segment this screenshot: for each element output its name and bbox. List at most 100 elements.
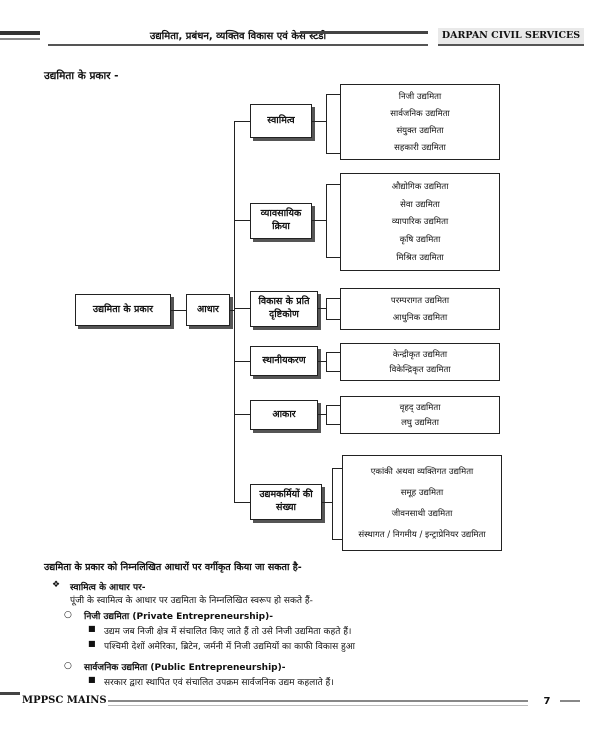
category-label: व्यावसायिक क्रिया (260, 208, 302, 232)
circle-bullet-icon: ○ (64, 661, 72, 671)
bracket-cat-2-top (326, 184, 340, 185)
category-box-entrepreneur-count: उद्यमकर्मियों की संख्या (250, 484, 322, 520)
header-rule-mid (300, 31, 428, 34)
bracket-cat-6 (332, 468, 333, 540)
list-item: सार्वजनिक उद्यमिता (390, 109, 450, 119)
bracket-cat-1-bottom (326, 153, 340, 154)
diagram-basis-label: आधार (197, 303, 219, 315)
list-item: विकेन्द्रिकृत उद्यमिता (389, 365, 451, 376)
header-rule-left-2 (0, 38, 40, 40)
footer-rule-mid-2 (108, 705, 528, 706)
category-label: उद्यमकर्मियों की संख्या (259, 489, 313, 513)
category-box-localization: स्थानीयकरण (250, 346, 318, 376)
connector-root-basis (171, 310, 186, 311)
category-box-business-activity: व्यावसायिक क्रिया (250, 203, 312, 239)
category-list-size: वृहद् उद्यमिता लघु उद्यमिता (340, 396, 500, 434)
footer-rule-right (560, 700, 580, 702)
private-point-2: पश्चिमी देशों अमेरिका, ब्रिटेन, जर्मनी म… (104, 642, 355, 652)
square-bullet-icon: ■ (88, 675, 96, 684)
connector-basis-trunk (230, 310, 234, 311)
diagram-basis-box: आधार (186, 294, 230, 326)
section-title: उद्यमिता के प्रकार - (44, 70, 119, 82)
list-item: लघु उद्यमिता (401, 418, 439, 429)
list-item: औद्योगिक उद्यमिता (391, 181, 449, 192)
bracket-cat-5 (326, 405, 327, 425)
category-list-development-approach: परम्परागत उद्यमिता आधुनिक उद्यमिता (340, 288, 500, 330)
page-number: 7 (543, 696, 551, 707)
connector-trunk (234, 121, 235, 503)
list-item: कृषि उद्यमिता (399, 235, 441, 246)
list-item: एकांकी अथवा व्यक्तिगत उद्यमिता (370, 467, 474, 477)
header-rule-left (0, 31, 40, 35)
header-brand: DARPAN CIVIL SERVICES (438, 28, 584, 44)
square-bullet-icon: ■ (88, 624, 96, 633)
category-list-localization: केन्द्रीकृत उद्यमिता विकेन्द्रिकृत उद्यम… (340, 343, 500, 381)
bracket-cat-2 (326, 184, 327, 258)
connector-cat-1 (234, 121, 250, 122)
category-list-business-activity: औद्योगिक उद्यमिता सेवा उद्यमिता व्यापारि… (340, 173, 500, 271)
category-list-entrepreneur-count: एकांकी अथवा व्यक्तिगत उद्यमिता समूह उद्य… (342, 455, 502, 551)
header-title: उद्यमिता, प्रबंधन, व्यक्तिव विकास एवं के… (149, 31, 327, 42)
heading-private: निजी उद्यमिता (Private Entrepreneurship)… (84, 612, 273, 622)
category-box-size: आकार (250, 400, 318, 430)
diamond-bullet-icon: ❖ (52, 580, 61, 590)
list-item: व्यापारिक उद्यमिता (391, 217, 449, 228)
category-label: आकार (272, 408, 296, 420)
bracket-cat-3 (326, 298, 327, 320)
connector-cat-4-list (318, 361, 326, 362)
list-item: जीवनसाथी उद्यमिता (391, 509, 453, 519)
diagram-root-box: उद्यमिता के प्रकार (75, 294, 171, 326)
list-item: निजी उद्यमिता (398, 92, 442, 102)
bracket-cat-2-bottom (326, 257, 340, 258)
header-brand-underline (438, 44, 584, 46)
category-label: स्वामित्व (267, 114, 295, 126)
connector-cat-6-list (322, 502, 332, 503)
bracket-cat-1-top (326, 94, 340, 95)
connector-cat-2 (234, 220, 250, 221)
list-item: केन्द्रीकृत उद्यमिता (392, 349, 448, 360)
connector-cat-5 (234, 414, 250, 415)
connector-cat-1-list (312, 121, 326, 122)
list-item: सेवा उद्यमिता (400, 199, 440, 210)
bracket-cat-5-top (326, 405, 340, 406)
category-list-ownership: निजी उद्यमिता सार्वजनिक उद्यमिता संयुक्त… (340, 84, 500, 160)
connector-cat-3 (234, 308, 250, 309)
public-point-1: सरकार द्वारा स्थापित एवं संचालित उपक्रम … (104, 678, 334, 688)
list-item: संस्थागत / निगमीय / इन्ट्राप्रेनियर उद्य… (358, 530, 486, 540)
category-label: स्थानीयकरण (262, 354, 306, 366)
bracket-cat-4 (326, 352, 327, 372)
list-item: आधुनिक उद्यमिता (392, 313, 448, 323)
header-title-underline (48, 44, 428, 46)
private-point-1: उद्यम जब निजी क्षेत्र में संचालित किए जा… (104, 627, 352, 637)
para-ownership: पूंजी के स्वामित्व के आधार पर उद्यमिता क… (70, 596, 313, 606)
footer-exam-name: MPPSC MAINS (22, 695, 107, 706)
list-item: सहकारी उद्यमिता (394, 143, 446, 153)
footer-rule-mid (108, 700, 528, 702)
bracket-cat-3-bottom (326, 319, 340, 320)
bracket-cat-4-bottom (326, 371, 340, 372)
connector-cat-5-list (318, 414, 326, 415)
bracket-cat-6-bottom (332, 539, 342, 540)
bracket-cat-5-bottom (326, 424, 340, 425)
category-box-development-approach: विकास के प्रति दृष्टिकोण (250, 291, 318, 327)
category-box-ownership: स्वामित्व (250, 104, 312, 138)
list-item: मिश्रित उद्यमिता (396, 253, 444, 264)
bracket-cat-3-top (326, 298, 340, 299)
list-item: परम्परागत उद्यमिता (390, 296, 450, 306)
heading-ownership: स्वामित्व के आधार पर- (70, 583, 146, 593)
heading-public: सार्वजनिक उद्यमिता (Public Entrepreneurs… (84, 663, 286, 673)
list-item: समूह उद्यमिता (400, 488, 444, 498)
footer-rule-left (0, 692, 20, 695)
diagram-root-label: उद्यमिता के प्रकार (92, 303, 154, 315)
category-label: विकास के प्रति दृष्टिकोण (258, 296, 310, 320)
square-bullet-icon: ■ (88, 639, 96, 648)
bracket-cat-4-top (326, 352, 340, 353)
list-item: संयुक्त उद्यमिता (396, 126, 444, 136)
bracket-cat-1 (326, 94, 327, 154)
connector-cat-6 (234, 502, 250, 503)
connector-cat-3-list (318, 308, 326, 309)
circle-bullet-icon: ○ (64, 610, 72, 620)
list-item: वृहद् उद्यमिता (399, 402, 441, 413)
intro-text: उद्यमिता के प्रकार को निम्नलिखित आधारों … (44, 562, 302, 573)
bracket-cat-6-top (332, 468, 342, 469)
